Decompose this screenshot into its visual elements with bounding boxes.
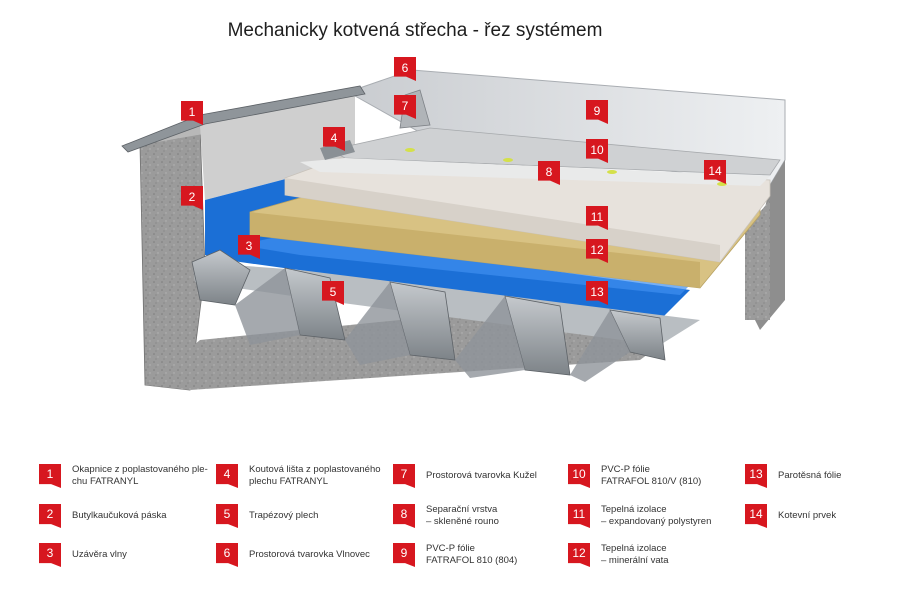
legend-badge: 4 xyxy=(216,464,238,488)
marker-8: 8 xyxy=(538,161,560,185)
trapezoid-sheet xyxy=(191,249,700,382)
legend-text: Parotěsná fólie xyxy=(778,470,842,481)
legend-text: Prostorová tvarovka Kužel xyxy=(426,470,537,481)
legend-badge: 7 xyxy=(393,464,415,488)
marker-3: 3 xyxy=(238,235,260,259)
legend-text: Butylkaučuková páska xyxy=(72,510,167,521)
marker-14: 14 xyxy=(704,160,726,184)
legend-text: Tepelná izolace– expandovaný polystyren xyxy=(601,504,712,527)
legend-text: Separační vrstva– skleněné rouno xyxy=(426,504,499,527)
legend-text: Trapézový plech xyxy=(249,510,319,521)
legend-text: Uzávěra vlny xyxy=(72,549,127,560)
marker-5: 5 xyxy=(322,281,344,305)
legend-badge: 14 xyxy=(745,504,767,528)
marker-6: 6 xyxy=(394,57,416,81)
legend-badge: 10 xyxy=(568,464,590,488)
corner-strip xyxy=(320,140,355,160)
marker-1: 1 xyxy=(181,101,203,125)
roof-cross-section-illustration xyxy=(121,69,786,391)
legend-badge: 12 xyxy=(568,543,590,567)
pvc-membrane-surface xyxy=(328,127,781,176)
legend-badge: 1 xyxy=(39,464,61,488)
legend-badge: 5 xyxy=(216,504,238,528)
legend-badge: 9 xyxy=(393,543,415,567)
legend-text: Prostorová tvarovka Vlnovec xyxy=(249,549,370,560)
right-wall-concrete xyxy=(745,200,770,320)
legend-text: Tepelná izolace– minerální vata xyxy=(601,543,669,566)
legend-badge: 6 xyxy=(216,543,238,567)
diagram-title: Mechanicky kotvená střecha - řez systéme… xyxy=(227,20,603,41)
marker-2: 2 xyxy=(181,186,203,210)
legend-badge: 8 xyxy=(393,504,415,528)
eps-front xyxy=(285,178,720,262)
legend-badge: 13 xyxy=(745,464,767,488)
marker-9: 9 xyxy=(586,100,608,124)
legend-badge: 2 xyxy=(39,504,61,528)
legend-text: Kotevní prvek xyxy=(778,510,837,521)
marker-11: 11 xyxy=(586,206,608,230)
legend-text: Okapnice z poplastovaného ple-chu FATRAN… xyxy=(72,464,208,487)
legend-badge: 11 xyxy=(568,504,590,528)
marker-4: 4 xyxy=(323,127,345,151)
concrete-wall-side-textured xyxy=(200,96,355,200)
marker-13: 13 xyxy=(586,281,608,305)
separation-layer xyxy=(300,158,770,186)
legend-badge: 3 xyxy=(39,543,61,567)
marker-12: 12 xyxy=(586,239,608,263)
marker-10: 10 xyxy=(586,139,608,163)
marker-7: 7 xyxy=(394,95,416,119)
mineral-wool-front xyxy=(250,212,700,288)
